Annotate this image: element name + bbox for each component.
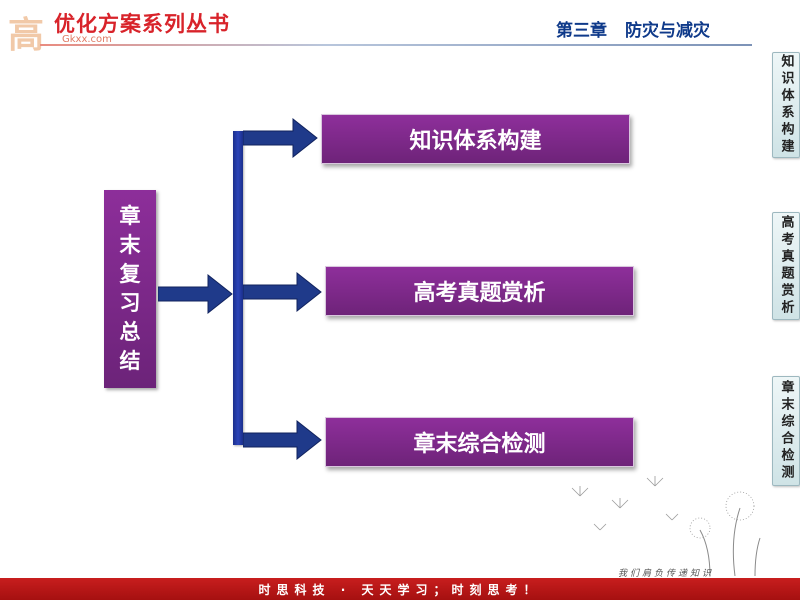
arrow-right-icon (158, 273, 233, 315)
arrow-right-icon (243, 271, 322, 313)
logo-url: Gkxx.com (62, 34, 112, 45)
topic-button-exam-questions[interactable]: 高考真题赏析 (325, 266, 634, 316)
side-tab-exam-questions[interactable]: 高考真题赏析 (772, 212, 800, 320)
header: 高 优化方案系列丛书 Gkxx.com 第三章防灾与减灾 (0, 0, 800, 56)
dandelion-decoration-icon (571, 476, 761, 576)
slogan-small: 我们肩负传递知识 (618, 569, 715, 579)
arrow-right-icon (243, 117, 318, 159)
side-tab-chapter-test[interactable]: 章末综合检测 (772, 376, 800, 486)
chapter-title: 第三章防灾与减灾 (556, 16, 710, 41)
topic-button-knowledge-system[interactable]: 知识体系构建 (321, 114, 630, 164)
logo: 高 优化方案系列丛书 Gkxx.com (8, 4, 248, 56)
header-divider (40, 44, 752, 46)
summary-char: 总 (119, 320, 141, 344)
topic-button-chapter-test[interactable]: 章末综合检测 (325, 417, 634, 467)
footer-banner: 时思科技 · 天天学习；时刻思考！ (0, 578, 800, 600)
side-tab-knowledge-system[interactable]: 知识体系构建 (772, 52, 800, 158)
chapter-summary-box: 章 末 复 习 总 结 (104, 190, 156, 388)
series-title: 优化方案系列丛书 (54, 12, 230, 36)
summary-char: 结 (119, 349, 141, 373)
chapter-subtitle: 防灾与减灾 (625, 21, 710, 41)
arrow-right-icon (243, 419, 322, 461)
chapter-number: 第三章 (556, 21, 607, 41)
summary-char: 习 (119, 291, 141, 315)
summary-char: 复 (119, 262, 141, 286)
connector-bar (233, 131, 243, 445)
logo-mark: 高 (8, 14, 44, 56)
summary-char: 章 (119, 204, 141, 228)
summary-char: 末 (119, 233, 141, 257)
